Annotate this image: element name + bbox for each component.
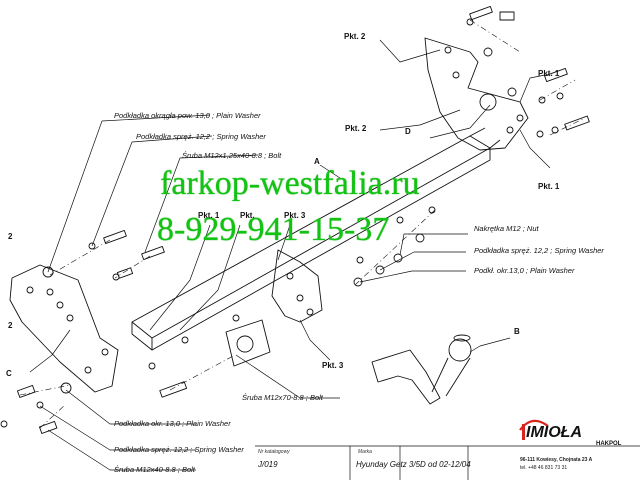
bolts-top-right	[466, 5, 590, 138]
pkt2-mid-label: Pkt. 2	[345, 124, 367, 133]
watermark-phone: 8-929-941-15-37	[157, 211, 390, 248]
bolts-bottom-left	[0, 314, 240, 434]
pkt2-left-mid-label: 2	[8, 321, 13, 330]
tow-ball	[371, 334, 472, 405]
pkt2-top-label: Pkt. 2	[344, 32, 366, 41]
make-caption: Marka	[358, 449, 372, 455]
alignment-lines	[19, 19, 586, 429]
pkt1-left-label: Pkt. 1	[198, 211, 220, 220]
center-bracket	[271, 249, 323, 323]
catalog-number-caption: Nr katalogowy	[258, 449, 290, 455]
part-d-letter: D	[405, 127, 411, 136]
spring-washer-top-label: Podkładka spręż. 12,2 ; Spring Washer	[136, 132, 266, 141]
socket-plate	[225, 319, 271, 367]
pkt-left-label: Pkt.	[240, 211, 255, 220]
plain-washer-13-label: Podkładka okrągła pow. 13,0 ; Plain Wash…	[114, 111, 261, 120]
part-b-letter: B	[514, 327, 520, 336]
watermark-url: farkop-westfalia.ru	[160, 165, 420, 202]
bolts-upper-left	[42, 229, 165, 309]
catalog-number-value: J/019	[258, 460, 278, 469]
leader-lines	[29, 39, 551, 471]
part-c-letter: C	[6, 369, 12, 378]
cross-beam	[131, 127, 501, 351]
date-range-value: od 02-12/04	[428, 460, 471, 469]
brand-address: 96-111 Kowiesy, Chojnata 23 A	[520, 457, 593, 463]
part-a-letter: A	[314, 157, 320, 166]
pkt1-top-label: Pkt. 1	[538, 69, 560, 78]
brand-phone: tel. +48 46 831 73 31	[520, 465, 568, 471]
nut-m12-label: Nakrętka M12 ; Nut	[474, 224, 539, 233]
pkt2-left-top-label: 2	[8, 232, 13, 241]
bolt-m12x40-label: Śruba M12x40-8.8 ; Bolt	[114, 465, 195, 474]
pkt3-center-label: Pkt. 3	[284, 211, 306, 220]
spring-washer-bottom-label: Podkładka spręż. 12,2 ; Spring Washer	[114, 445, 244, 454]
brand-logo	[519, 419, 549, 440]
brand-sub: HAKPOL	[596, 441, 622, 447]
right-upper-bracket	[424, 37, 529, 151]
model-value: Hyunday Getz 3/5D	[356, 460, 426, 469]
plain-washer-bottom-label: Podkładka okr. 13,0 ; Plain Washer	[114, 419, 231, 428]
left-bracket	[9, 264, 119, 393]
title-block	[255, 445, 640, 480]
bolt-m12x125-label: Śruba M12x1,25x40-8.8 ; Bolt	[182, 151, 282, 160]
brand-name: IMIOŁA	[526, 424, 582, 441]
spring-washer-right-label: Podkładka spręż. 12,2 ; Spring Washer	[474, 246, 604, 255]
pkt1-bottom-label: Pkt. 1	[538, 182, 560, 191]
plain-washer-right-label: Podkł. okr.13,0 ; Plain Washer	[474, 266, 575, 275]
bolt-m12x70-label: Śruba M12x70-8.8 ; Bolt	[242, 393, 323, 402]
pkt3-bottom-label: Pkt. 3	[322, 361, 344, 370]
